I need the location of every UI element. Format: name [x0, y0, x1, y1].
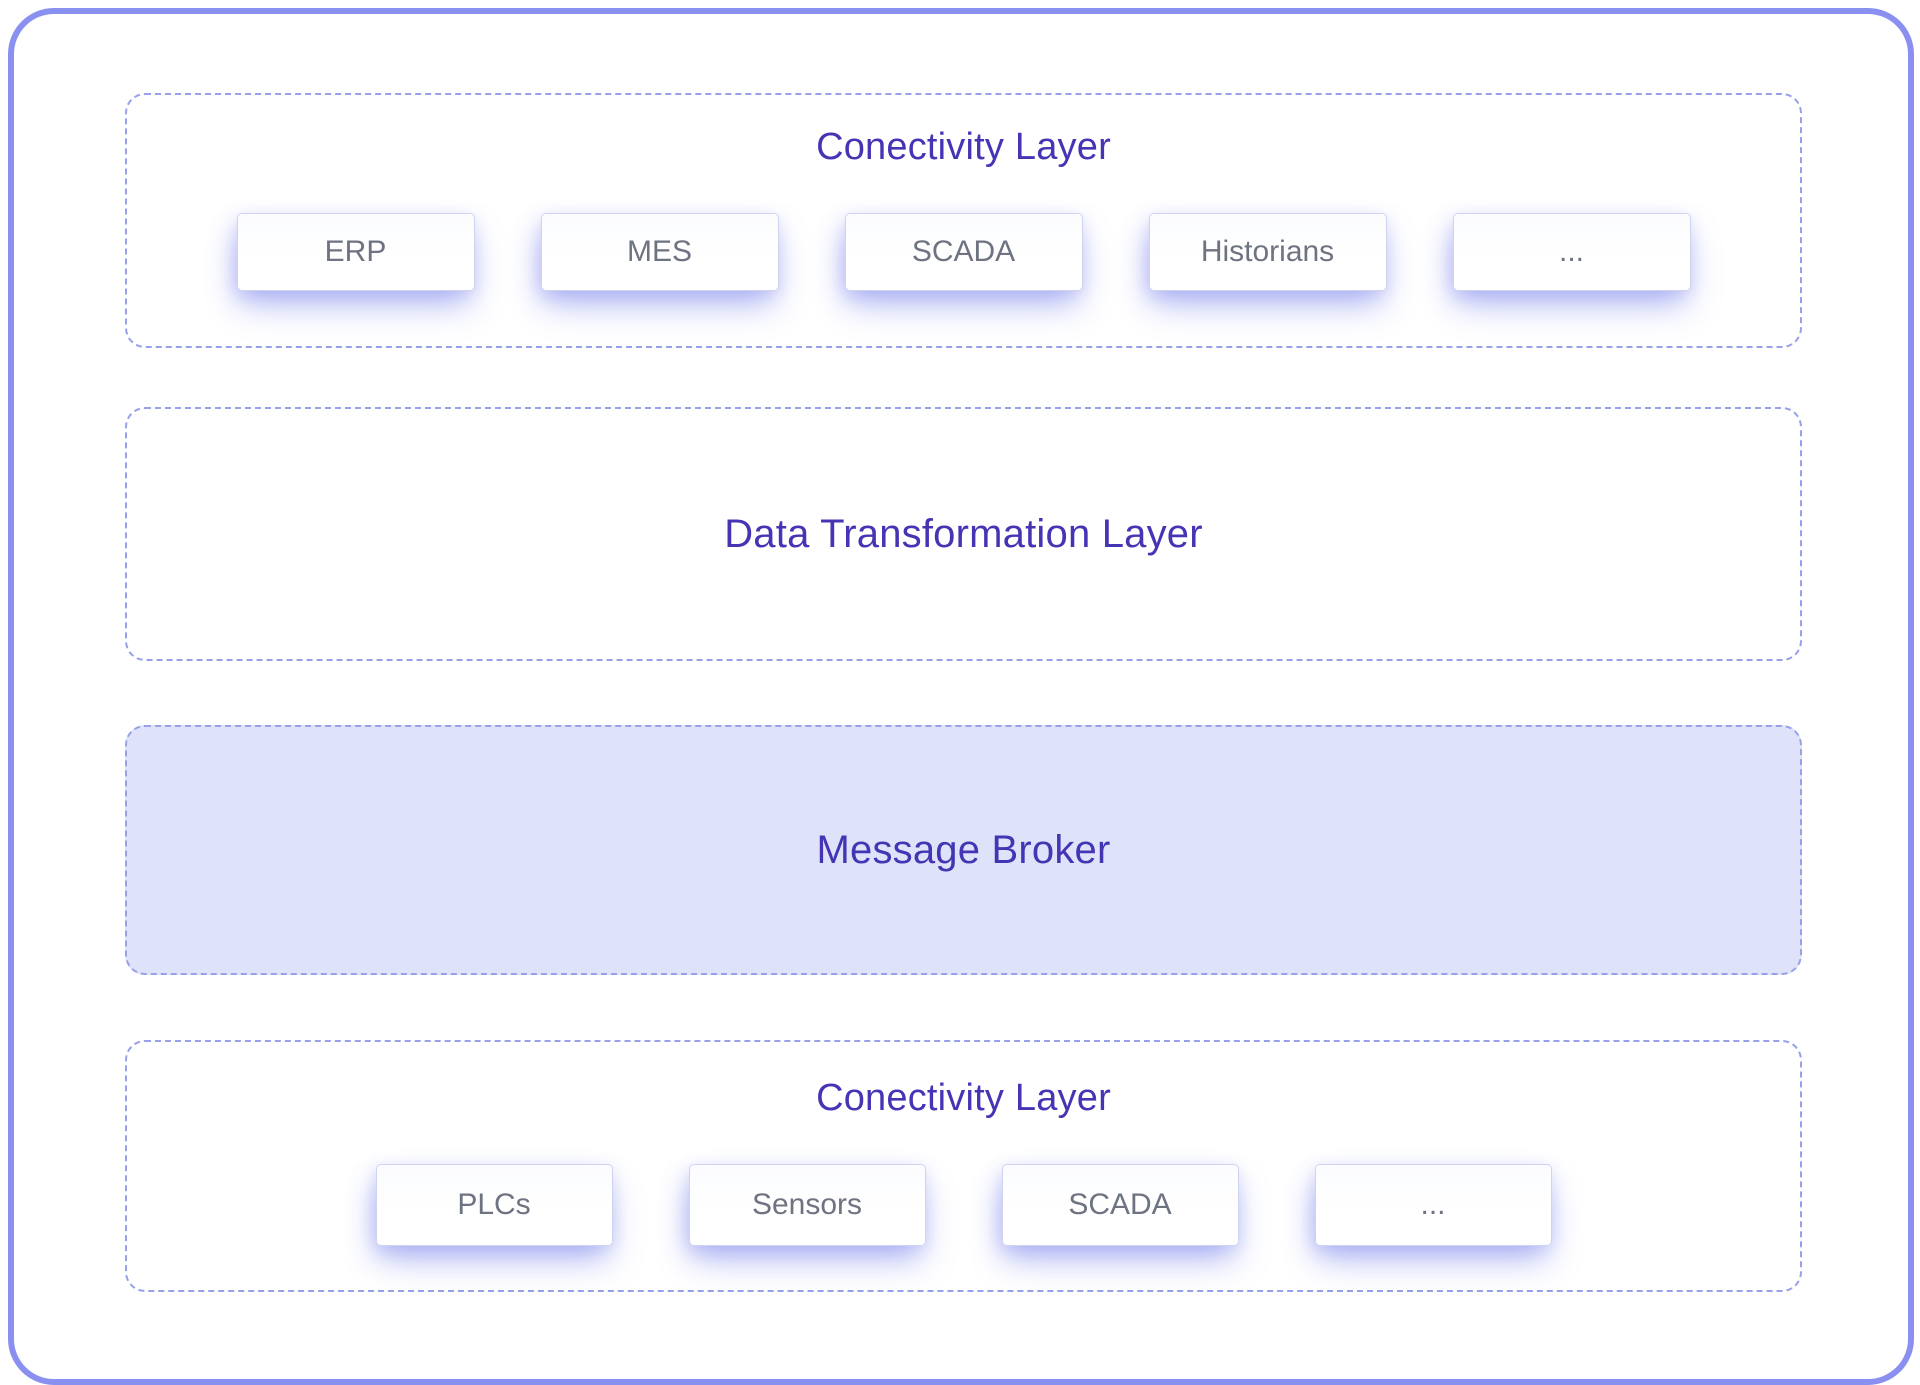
node-label: ...	[1420, 1188, 1446, 1221]
node-label: MES	[626, 235, 692, 268]
node-row-bottom: PLCs Sensors SCADA ...	[375, 1164, 1552, 1246]
node-label: SCADA	[1068, 1188, 1172, 1221]
message-broker-layer: Message Broker	[125, 725, 1802, 975]
node-scada-bottom: SCADA	[1001, 1164, 1239, 1246]
connectivity-layer-bottom: Conectivity Layer PLCs Sensors SCADA ...	[125, 1040, 1802, 1292]
node-label: PLCs	[457, 1188, 531, 1221]
node-erp: ERP	[236, 213, 475, 291]
data-transformation-layer: Data Transformation Layer	[125, 407, 1802, 661]
node-label: Sensors	[751, 1188, 863, 1221]
node-row-top: ERP MES SCADA Historians ...	[236, 213, 1691, 291]
node-label: ERP	[324, 235, 387, 268]
connectivity-layer-top: Conectivity Layer ERP MES SCADA Historia…	[125, 93, 1802, 348]
node-sensors: Sensors	[688, 1164, 926, 1246]
node-plcs: PLCs	[375, 1164, 613, 1246]
node-label: ...	[1558, 235, 1584, 268]
node-historians: Historians	[1148, 213, 1387, 291]
node-label: SCADA	[911, 235, 1016, 268]
node-scada-top: SCADA	[844, 213, 1083, 291]
node-ellipsis-top: ...	[1452, 213, 1691, 291]
outer-frame: Conectivity Layer ERP MES SCADA Historia…	[8, 8, 1914, 1385]
layer-title: Conectivity Layer	[816, 1077, 1111, 1119]
layer-title: Conectivity Layer	[816, 126, 1111, 168]
node-ellipsis-bottom: ...	[1314, 1164, 1552, 1246]
node-label: Historians	[1200, 235, 1335, 268]
node-mes: MES	[540, 213, 779, 291]
layer-title: Data Transformation Layer	[724, 512, 1203, 556]
layer-title: Message Broker	[816, 828, 1111, 872]
